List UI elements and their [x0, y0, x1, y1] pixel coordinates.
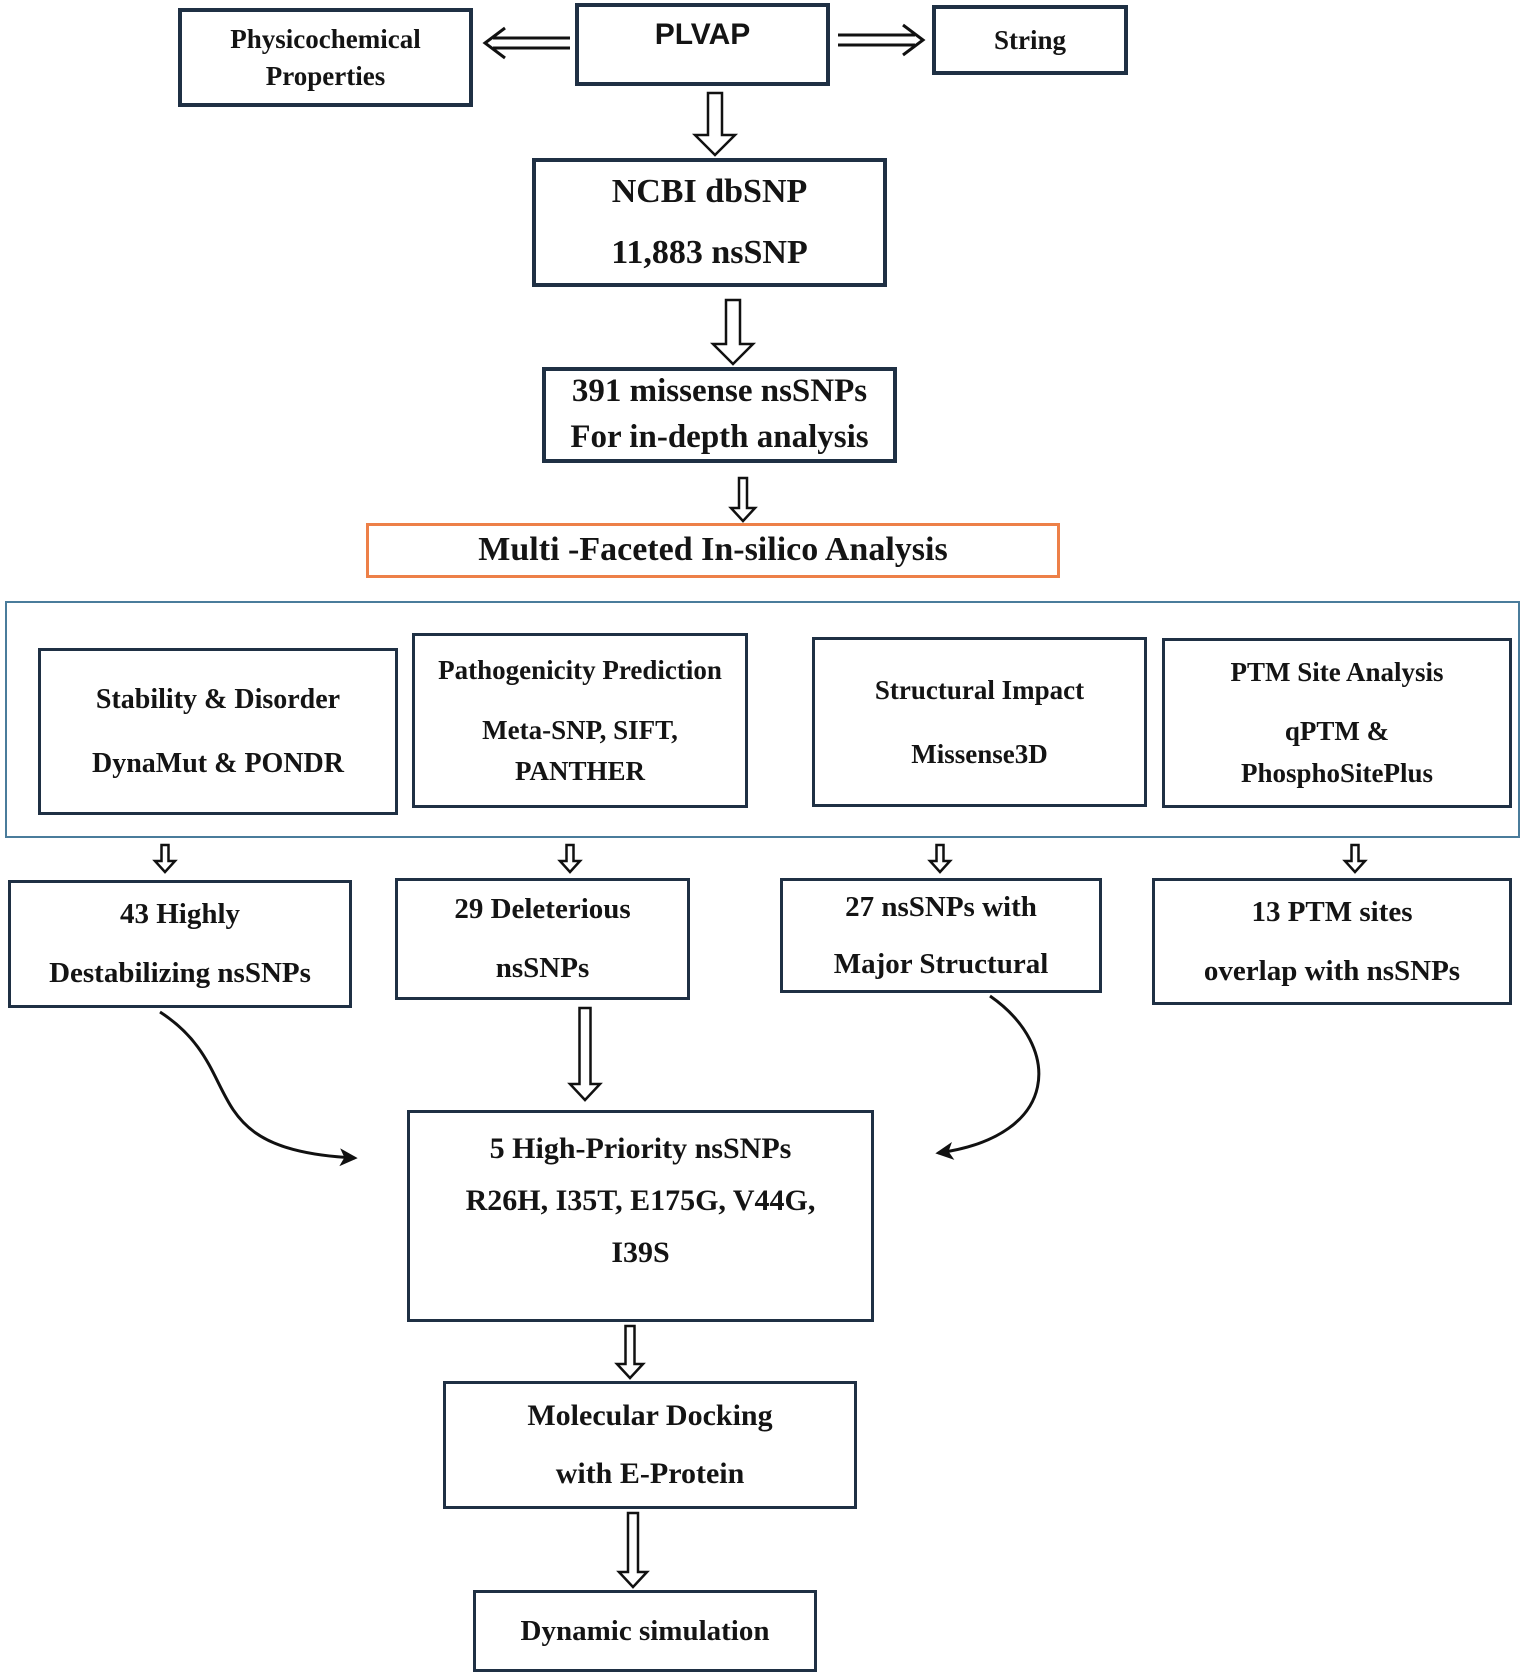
node-dynamic-simulation: Dynamic simulation — [473, 1590, 817, 1672]
node-physicochemical-properties: Physicochemical Properties — [178, 8, 473, 107]
node-line: Missense3D — [911, 739, 1048, 769]
node-line: PTM Site Analysis — [1230, 657, 1444, 688]
arrow-stability-to-destabilizing-icon — [152, 843, 178, 874]
node-line: 27 nsSNPs with — [845, 890, 1037, 923]
node-major-structural-nssnps: 27 nsSNPs with Major Structural — [780, 878, 1102, 993]
node-stability-disorder: Stability & Disorder DynaMut & PONDR — [38, 648, 398, 815]
node-line: Molecular Docking — [527, 1399, 773, 1432]
node-line: PANTHER — [514, 755, 645, 786]
node-plvap: PLVAP — [575, 3, 830, 86]
node-line: Multi -Faceted In-silico Analysis — [478, 531, 948, 569]
node-line: Dynamic simulation — [520, 1614, 770, 1647]
node-line: Destabilizing nsSNPs — [49, 957, 311, 989]
node-multifaceted-analysis: Multi -Faceted In-silico Analysis — [366, 523, 1060, 578]
node-line: with E-Protein — [555, 1457, 745, 1490]
node-ptm-overlap: 13 PTM sites overlap with nsSNPs — [1152, 878, 1512, 1005]
node-destabilizing-nssnps: 43 Highly Destabilizing nsSNPs — [8, 880, 352, 1008]
node-deleterious-nssnps: 29 Deleterious nsSNPs — [395, 878, 690, 1000]
arrow-missense-to-multifaceted-icon — [728, 476, 758, 523]
node-line: I39S — [611, 1236, 670, 1269]
node-line: qPTM & — [1284, 715, 1390, 746]
node-line: For in-depth analysis — [570, 419, 869, 455]
node-pathogenicity-prediction: Pathogenicity Prediction Meta-SNP, SIFT,… — [412, 633, 748, 808]
node-line: R26H, I35T, E175G, V44G, — [465, 1184, 816, 1217]
node-line: 29 Deleterious — [454, 893, 631, 926]
arrow-plvap-to-physicochemical-icon — [482, 26, 570, 60]
node-line: Physicochemical — [230, 24, 421, 55]
arrow-ptm-to-overlap-icon — [1342, 843, 1368, 874]
node-ncbi-dbsnp: NCBI dbSNP 11,883 nsSNP — [532, 158, 887, 287]
arrow-deleterious-to-priority-icon — [567, 1006, 603, 1102]
node-line: NCBI dbSNP — [611, 172, 808, 210]
node-string: String — [932, 5, 1128, 75]
node-line: Properties — [265, 60, 386, 91]
node-line: 5 High-Priority nsSNPs — [489, 1132, 792, 1165]
arrow-plvap-to-string-icon — [838, 23, 926, 57]
node-line: Stability & Disorder — [95, 683, 341, 715]
arrow-docking-to-dynamic-icon — [616, 1511, 650, 1589]
node-line: PLVAP — [654, 18, 751, 51]
node-missense-nssnps: 391 missense nsSNPs For in-depth analysi… — [542, 367, 897, 463]
node-line: 11,883 nsSNP — [611, 233, 808, 271]
arrow-destabilizing-to-priority-icon — [159, 1010, 358, 1167]
node-high-priority-nssnps: 5 High-Priority nsSNPs R26H, I35T, E175G… — [407, 1110, 874, 1322]
node-line: PhosphoSitePlus — [1240, 758, 1434, 789]
node-structural-impact: Structural Impact Missense3D — [812, 637, 1147, 807]
arrow-structural-to-major-icon — [927, 843, 953, 874]
arrow-ncbi-to-missense-icon — [709, 298, 757, 366]
node-line: 13 PTM sites — [1251, 895, 1413, 928]
node-line: 43 Highly — [119, 898, 241, 931]
node-line: DynaMut & PONDR — [92, 747, 344, 779]
arrow-pathogenicity-to-deleterious-icon — [557, 843, 583, 874]
node-line: Pathogenicity Prediction — [438, 654, 722, 685]
node-line: nsSNPs — [495, 952, 590, 984]
node-molecular-docking: Molecular Docking with E-Protein — [443, 1381, 857, 1509]
arrow-plvap-to-ncbi-icon — [691, 91, 739, 157]
node-line: 391 missense nsSNPs — [571, 373, 868, 410]
node-line: String — [993, 24, 1066, 55]
node-line: Meta-SNP, SIFT, — [482, 715, 678, 746]
arrow-priority-to-docking-icon — [614, 1324, 646, 1380]
node-line: Structural Impact — [874, 674, 1085, 705]
arrow-major-structural-to-priority-icon — [935, 994, 1041, 1160]
node-line: overlap with nsSNPs — [1203, 954, 1461, 987]
node-line: Major Structural — [833, 947, 1049, 980]
node-ptm-site-analysis: PTM Site Analysis qPTM & PhosphoSitePlus — [1162, 638, 1512, 808]
